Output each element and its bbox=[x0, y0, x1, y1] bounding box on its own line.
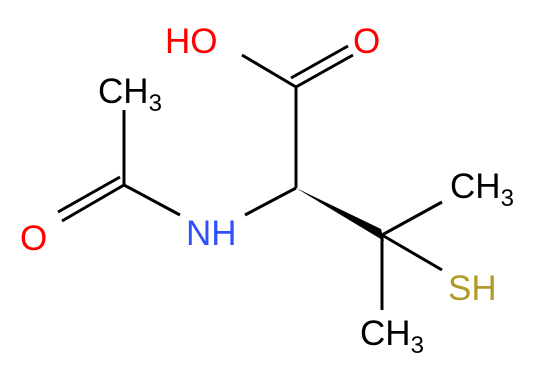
atom-labels: HO O CH3 O NH CH3 SH CH3 bbox=[20, 22, 514, 359]
bottom-methyl-label: CH3 bbox=[360, 314, 424, 359]
bond-cacetyl-o-double-a bbox=[61, 183, 125, 223]
bond-cq-ch3-top bbox=[381, 200, 443, 237]
bond-nh-cacetyl bbox=[123, 183, 181, 217]
stereo-wedge-bond bbox=[296, 188, 384, 241]
carboxyl-oxygen-label: O bbox=[353, 22, 380, 61]
bond-calpha-nh bbox=[244, 186, 297, 217]
bond-c-o-double-b bbox=[290, 44, 349, 80]
top-methyl-label: CH3 bbox=[450, 167, 514, 212]
thiol-sh-label: SH bbox=[448, 269, 497, 308]
amide-oxygen-label: O bbox=[20, 219, 47, 258]
acetyl-methyl-label: CH3 bbox=[98, 72, 162, 117]
bonds bbox=[57, 44, 443, 310]
hydroxyl-label: HO bbox=[165, 22, 218, 61]
amine-nh-label: NH bbox=[186, 214, 237, 253]
bond-cq-sh bbox=[381, 233, 443, 272]
bond-c-o-double-a bbox=[295, 53, 354, 89]
bond-cacetyl-o-double-b bbox=[57, 175, 121, 214]
bond-oh-c bbox=[241, 53, 297, 89]
